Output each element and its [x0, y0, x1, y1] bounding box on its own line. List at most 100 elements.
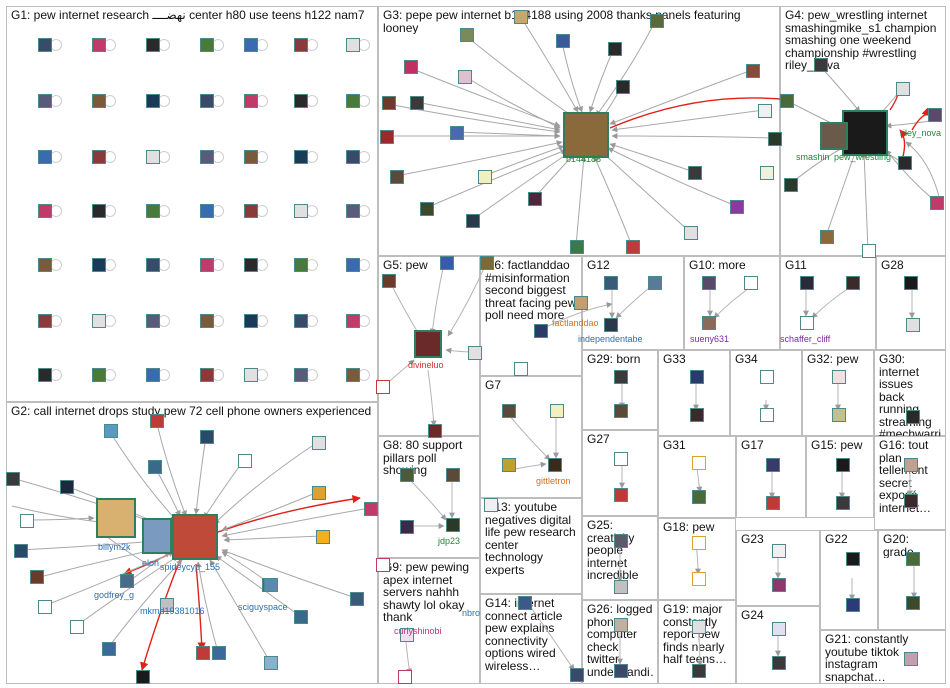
node[interactable]: [836, 496, 850, 510]
node[interactable]: [690, 408, 704, 422]
node[interactable]: [460, 28, 474, 42]
node[interactable]: [264, 656, 278, 670]
node[interactable]: [514, 10, 528, 24]
node[interactable]: [264, 578, 278, 592]
isolate-node[interactable]: [346, 258, 360, 272]
isolate-node[interactable]: [346, 150, 360, 164]
isolate-node[interactable]: [200, 314, 214, 328]
node[interactable]: [380, 130, 394, 144]
isolate-node[interactable]: [38, 94, 52, 108]
node[interactable]: [502, 458, 516, 472]
isolate-node[interactable]: [294, 258, 308, 272]
node[interactable]: [616, 80, 630, 94]
isolate-node[interactable]: [244, 38, 258, 52]
node[interactable]: [836, 458, 850, 472]
node[interactable]: [614, 580, 628, 594]
node[interactable]: [604, 318, 618, 332]
node[interactable]: [846, 552, 860, 566]
isolate-node[interactable]: [146, 150, 160, 164]
node[interactable]: [14, 544, 28, 558]
isolate-node[interactable]: [200, 258, 214, 272]
node[interactable]: [400, 520, 414, 534]
node[interactable]: [692, 572, 706, 586]
isolate-node[interactable]: [294, 38, 308, 52]
isolate-node[interactable]: [294, 204, 308, 218]
node[interactable]: [614, 370, 628, 384]
node[interactable]: [800, 316, 814, 330]
node[interactable]: [690, 370, 704, 384]
node[interactable]: [784, 178, 798, 192]
isolate-node[interactable]: [294, 150, 308, 164]
isolate-node[interactable]: [346, 38, 360, 52]
node[interactable]: [6, 472, 20, 486]
isolate-node[interactable]: [244, 94, 258, 108]
isolate-node[interactable]: [38, 38, 52, 52]
node[interactable]: [692, 620, 706, 634]
node[interactable]: [312, 436, 326, 450]
node[interactable]: [446, 518, 460, 532]
node[interactable]: [772, 656, 786, 670]
node-godfrey-g[interactable]: [120, 574, 134, 588]
node-divineluo[interactable]: [414, 330, 442, 358]
node-billym2k[interactable]: [96, 498, 136, 538]
node[interactable]: [518, 596, 532, 610]
node[interactable]: [614, 534, 628, 548]
isolate-node[interactable]: [294, 94, 308, 108]
node[interactable]: [614, 618, 628, 632]
node[interactable]: [904, 652, 918, 666]
node-pew-wrestling[interactable]: [842, 110, 888, 156]
node[interactable]: [904, 276, 918, 290]
node[interactable]: [760, 408, 774, 422]
node[interactable]: [550, 404, 564, 418]
node[interactable]: [570, 668, 584, 682]
node[interactable]: [200, 430, 214, 444]
node-smashin[interactable]: [820, 122, 848, 150]
node[interactable]: [364, 502, 378, 516]
node[interactable]: [556, 34, 570, 48]
node[interactable]: [898, 156, 912, 170]
isolate-node[interactable]: [38, 258, 52, 272]
node[interactable]: [400, 628, 414, 642]
node[interactable]: [846, 276, 860, 290]
node[interactable]: [846, 598, 860, 612]
node[interactable]: [930, 196, 944, 210]
node[interactable]: [692, 456, 706, 470]
node[interactable]: [862, 244, 876, 258]
node[interactable]: [428, 424, 442, 438]
node[interactable]: [692, 490, 706, 504]
node-mkmd19381016[interactable]: [160, 598, 174, 612]
node[interactable]: [398, 670, 412, 684]
node-riley-nova[interactable]: [928, 108, 942, 122]
isolate-node[interactable]: [346, 368, 360, 382]
isolate-node[interactable]: [38, 204, 52, 218]
node[interactable]: [614, 664, 628, 678]
node[interactable]: [382, 274, 396, 288]
node[interactable]: [420, 202, 434, 216]
node[interactable]: [150, 414, 164, 428]
isolate-node[interactable]: [200, 150, 214, 164]
node[interactable]: [440, 256, 454, 270]
node[interactable]: [502, 404, 516, 418]
node[interactable]: [212, 646, 226, 660]
node[interactable]: [904, 458, 918, 472]
isolate-node[interactable]: [294, 314, 308, 328]
node[interactable]: [744, 276, 758, 290]
node[interactable]: [614, 488, 628, 502]
node[interactable]: [746, 64, 760, 78]
isolate-node[interactable]: [200, 204, 214, 218]
node[interactable]: [730, 200, 744, 214]
node[interactable]: [702, 316, 716, 330]
node[interactable]: [702, 276, 716, 290]
isolate-node[interactable]: [92, 258, 106, 272]
isolate-node[interactable]: [38, 368, 52, 382]
node[interactable]: [766, 458, 780, 472]
isolate-node[interactable]: [38, 150, 52, 164]
node[interactable]: [772, 544, 786, 558]
node[interactable]: [238, 454, 252, 468]
node[interactable]: [688, 166, 702, 180]
node[interactable]: [614, 404, 628, 418]
isolate-node[interactable]: [92, 314, 106, 328]
node[interactable]: [294, 610, 308, 624]
node[interactable]: [480, 256, 494, 270]
node[interactable]: [604, 276, 618, 290]
